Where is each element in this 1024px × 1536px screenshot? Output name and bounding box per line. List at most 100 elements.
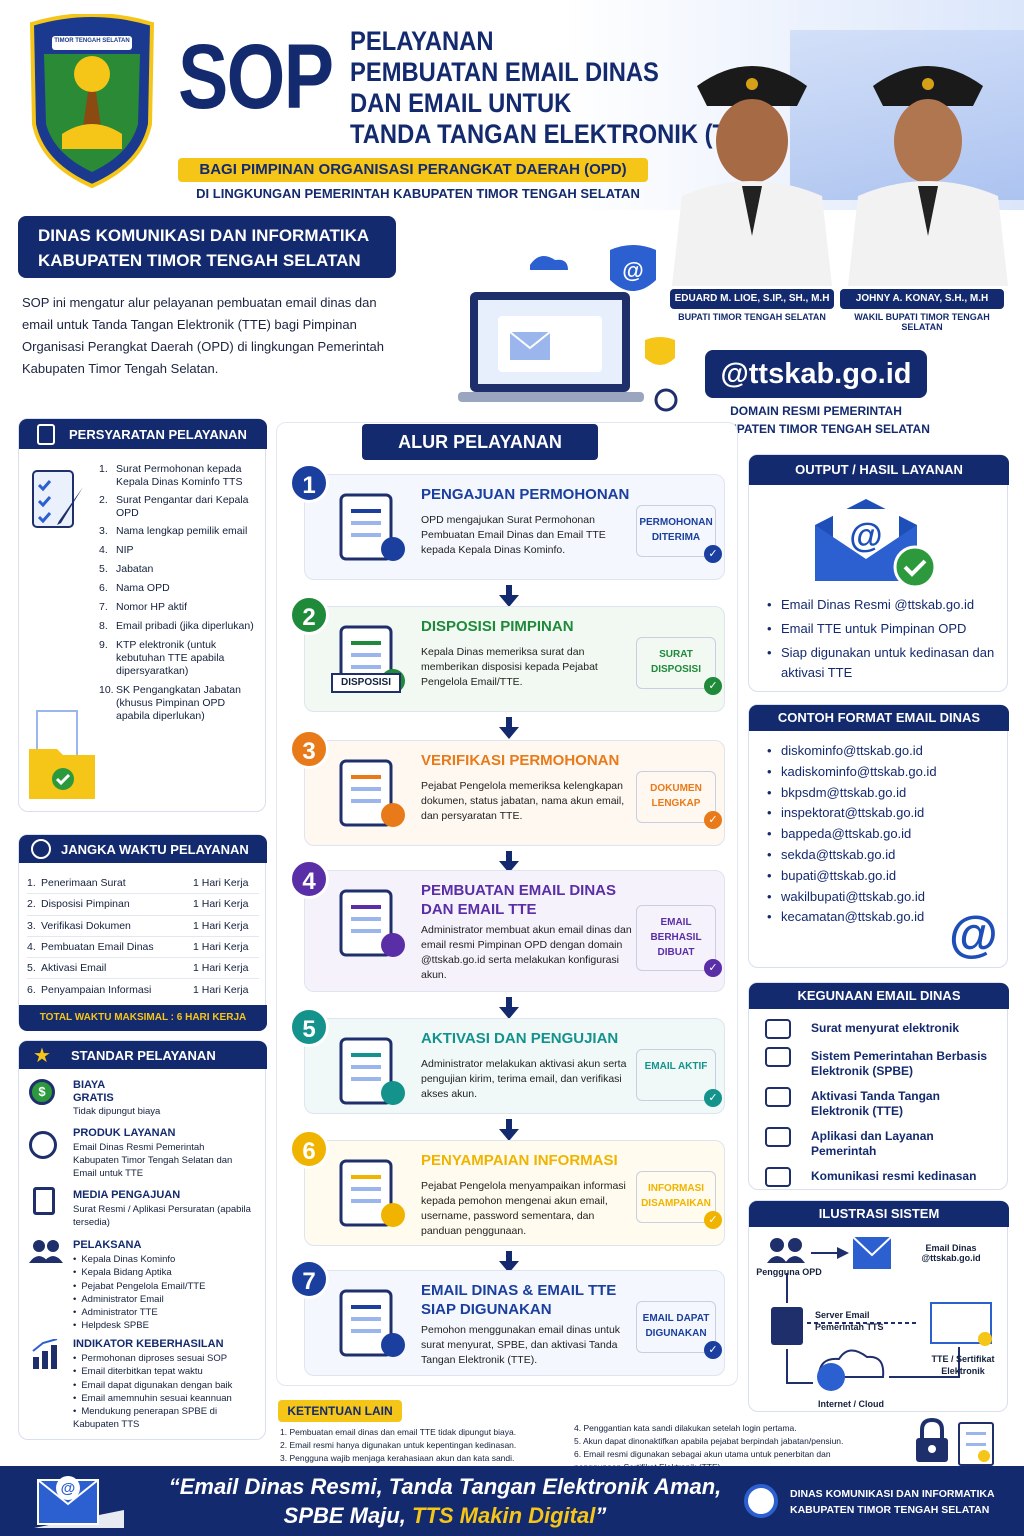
title-line-2: PEMBUATAN EMAIL DINAS: [350, 57, 659, 87]
title-line-3: DAN EMAIL UNTUK: [350, 88, 572, 118]
email-example-text: wakilbupati@ttskab.go.id: [781, 888, 925, 904]
requirement-text: Jabatan: [116, 563, 154, 575]
status-badge-wrap: EMAIL AKTIF✓: [636, 1049, 722, 1107]
email-example: •sekda@ttskab.go.id: [767, 845, 999, 866]
bullet: •: [767, 888, 772, 904]
system-header: ILUSTRASI SISTEM: [749, 1201, 1009, 1227]
svg-text:@: @: [849, 517, 882, 555]
status-badge-wrap: PERMOHONAN DITERIMA✓: [636, 505, 722, 563]
bullet: •: [73, 1406, 77, 1418]
biaya-value: GRATIS: [73, 1092, 114, 1104]
indikator-item: •Email dapat digunakan dengan baik: [73, 1379, 259, 1392]
email-example-text: bkpsdm@ttskab.go.id: [781, 784, 907, 800]
email-example-text: kecamatan@ttskab.go.id: [781, 909, 925, 925]
system-cert-label: TTE / Sertifikat Elektronik: [931, 1354, 995, 1376]
svg-text:@: @: [622, 258, 643, 283]
official-role-1: BUPATI TIMOR TENGAH SELATAN: [678, 312, 826, 322]
indikator-item-text: Email diterbitkan tepat waktu: [81, 1366, 203, 1378]
title-line-4: TANDA TANGAN ELEKTRONIK (TTE): [350, 119, 766, 149]
requirement-item: 8.Email pribadi (jika diperlukan): [99, 620, 259, 633]
bullet: •: [73, 1392, 77, 1404]
timeline-duration: 1 Hari Kerja: [193, 962, 249, 975]
document-icon: [33, 1187, 55, 1215]
use-text: Sistem Pemerintahan Berbasis Elektronik …: [811, 1049, 988, 1078]
timeline-number: 1.: [27, 877, 36, 890]
system-card: ILUSTRASI SISTEM Pengguna OPD Email Dina…: [748, 1200, 1009, 1412]
requirement-number: 8.: [99, 620, 108, 632]
pelaksana-list: •Kepala Dinas Kominfo•Kepala Bidang Apti…: [73, 1253, 259, 1333]
requirement-item: 2.Surat Pengantar dari Kepala OPD: [99, 494, 259, 520]
laptop-illustration: @: [440, 240, 680, 420]
rule-item: 5. Akun dapat dinonaktifkan apabila peja…: [574, 1436, 844, 1446]
media-text: Surat Resmi / Aplikasi Persuratan (apabi…: [73, 1204, 251, 1228]
official-photo-1: [672, 36, 832, 286]
pelaksana-item: •Administrator Email: [73, 1293, 259, 1306]
system-email-label: Email Dinas @ttskab.go.id: [921, 1243, 981, 1263]
output-header: OUTPUT / HASIL LAYANAN: [749, 455, 1009, 485]
bullet: •: [767, 743, 772, 758]
use-text: Surat menyurat elektronik: [811, 1021, 960, 1035]
output-list: •Email Dinas Resmi @ttskab.go.id•Email T…: [767, 595, 999, 687]
bullet: •: [767, 805, 772, 821]
requirement-text: KTP elektronik (untuk kebutuhan TTE apab…: [116, 639, 225, 677]
requirement-number: 6.: [99, 582, 108, 594]
flow-arrow-icon: [499, 717, 519, 739]
requirement-number: 9.: [99, 639, 108, 651]
step-title: PENYAMPAIAN INFORMASI: [421, 1152, 618, 1169]
at-sign-icon: @: [949, 906, 998, 962]
uses-header: KEGUNAAN EMAIL DINAS: [749, 983, 1009, 1009]
requirement-item: 7.Nomor HP aktif: [99, 601, 259, 614]
email-example: •kecamatan@ttskab.go.id: [767, 907, 999, 928]
requirement-number: 5.: [99, 563, 108, 575]
money-icon: $: [29, 1079, 55, 1105]
step-description: Administrator membuat akun email dinas d…: [421, 924, 632, 981]
step-number: 3: [289, 729, 329, 769]
biaya-title: BIAYA: [73, 1079, 106, 1091]
email-example: •bkpsdm@ttskab.go.id: [767, 783, 999, 804]
use-text: Aktivasi Tanda Tangan Elektronik (TTE): [811, 1089, 940, 1118]
email-example-text: diskominfo@ttskab.go.id: [781, 743, 923, 758]
output-item: •Email Dinas Resmi @ttskab.go.id: [767, 595, 999, 615]
output-text: Siap digunakan untuk kedinasan dan aktiv…: [781, 645, 995, 680]
pelaksana-item: •Pejabat Pengelola Email/TTE: [73, 1280, 259, 1293]
app-icon: [765, 1127, 791, 1147]
step-status-badge: EMAIL BERHASIL DIBUAT: [636, 905, 716, 971]
step-description: Pemohon menggunakan email dinas untuk su…: [421, 1324, 621, 1366]
clock-icon: [31, 839, 51, 859]
rule-item: 3. Pengguna wajib menjaga kerahasiaan ak…: [280, 1453, 515, 1463]
requirements-title: PERSYARATAN PELAYANAN: [69, 427, 247, 442]
pelaksana-item-text: Administrator Email: [81, 1293, 164, 1305]
footer-quote-part-c: ”: [595, 1503, 607, 1528]
rule-item: 2. Email resmi hanya digunakan untuk kep…: [280, 1440, 517, 1450]
bullet: •: [73, 1379, 77, 1391]
rule-item: 1. Pembuatan email dinas dan email TTE t…: [280, 1427, 517, 1437]
requirement-number: 7.: [99, 601, 108, 613]
subtitle-2: DI LINGKUNGAN PEMERINTAH KABUPATEN TIMOR…: [196, 186, 640, 201]
step-icon: [331, 755, 409, 831]
check-icon: ✓: [704, 1341, 722, 1359]
requirement-text: Nama OPD: [116, 582, 170, 594]
subtitle-badge: BAGI PIMPINAN ORGANISASI PERANGKAT DAERA…: [178, 158, 648, 182]
svg-text:@: @: [61, 1480, 76, 1497]
indikator-item-text: Mendukung penerapan SPBE di Kabupaten TT…: [73, 1406, 218, 1431]
step-icon: [331, 1285, 409, 1361]
official-name-1: EDUARD M. LIOE, S.IP., SH., M.H: [670, 289, 834, 309]
domain-caption-1: DOMAIN RESMI PEMERINTAH: [730, 404, 902, 418]
requirement-number: 10.: [99, 684, 114, 696]
step-title: VERIFIKASI PERMOHONAN: [421, 752, 620, 769]
regency-logo: TIMOR TENGAH SELATAN: [22, 13, 162, 190]
requirement-text: Nama lengkap pemilik email: [116, 525, 248, 537]
page-title: PELAYANAN PEMBUATAN EMAIL DINAS DAN EMAI…: [350, 26, 765, 150]
requirement-item: 4.NIP: [99, 544, 259, 557]
flow-arrow-icon: [499, 585, 519, 607]
produk-title: PRODUK LAYANAN: [73, 1127, 176, 1139]
requirements-header: PERSYARATAN PELAYANAN: [19, 419, 267, 449]
timeline-duration: 1 Hari Kerja: [193, 984, 249, 997]
step-icon: [331, 1033, 409, 1109]
timeline-number: 6.: [27, 984, 36, 997]
footer-org-line-1: DINAS KOMUNIKASI DAN INFORMATIKA: [790, 1488, 995, 1500]
bullet: •: [767, 846, 772, 862]
